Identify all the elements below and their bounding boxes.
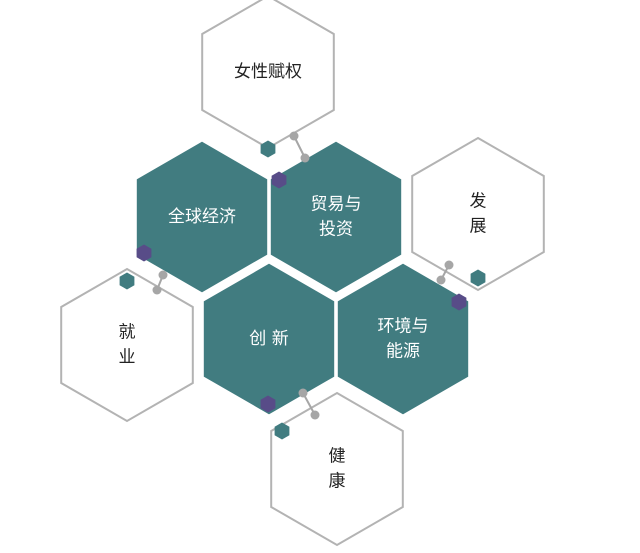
hexagon-health	[270, 391, 404, 547]
hexagon-label-global-economy: 全球经济	[168, 207, 236, 227]
hexagon-label-employment: 就	[119, 323, 136, 343]
hexagon-label-women-empowerment: 女性赋权	[234, 62, 302, 82]
hexagon-label-health: 健	[329, 447, 346, 467]
hexagon-development	[411, 136, 545, 292]
connector-dot-icon	[298, 388, 308, 398]
hexagon-employment	[60, 267, 194, 423]
small-hexagon-icon	[451, 293, 467, 311]
hexagon-label-environment-energy: 能源	[386, 342, 420, 362]
hexagon-trade-investment	[267, 138, 405, 296]
connector-dot-icon	[152, 285, 162, 295]
hexagon-label-environment-energy: 环境与	[378, 317, 429, 337]
small-hexagon-icon	[470, 269, 486, 287]
small-hexagon-icon	[260, 395, 276, 413]
small-hexagon-icon	[136, 244, 152, 262]
connector-dot-icon	[436, 275, 446, 285]
hexagon-environment-energy	[334, 260, 472, 418]
small-hexagon-icon	[119, 272, 135, 290]
hexagon-label-trade-investment: 贸易与	[311, 195, 362, 215]
small-hexagon-icon	[274, 422, 290, 440]
connector-dot-icon	[310, 410, 320, 420]
small-hexagon-icon	[260, 140, 276, 158]
small-hexagon-icon	[271, 171, 287, 189]
hexagon-label-employment: 业	[119, 348, 136, 368]
hexagon-label-innovation: 创 新	[249, 329, 288, 349]
hexagon-label-development: 展	[470, 217, 487, 237]
connector-dot-icon	[300, 153, 310, 163]
connector-dot-icon	[158, 270, 168, 280]
hexagon-label-health: 康	[329, 472, 346, 492]
hexagon-label-development: 发	[470, 192, 487, 212]
connector-dot-icon	[444, 260, 454, 270]
hexagon-label-trade-investment: 投资	[319, 220, 353, 240]
connector-dot-icon	[289, 131, 299, 141]
